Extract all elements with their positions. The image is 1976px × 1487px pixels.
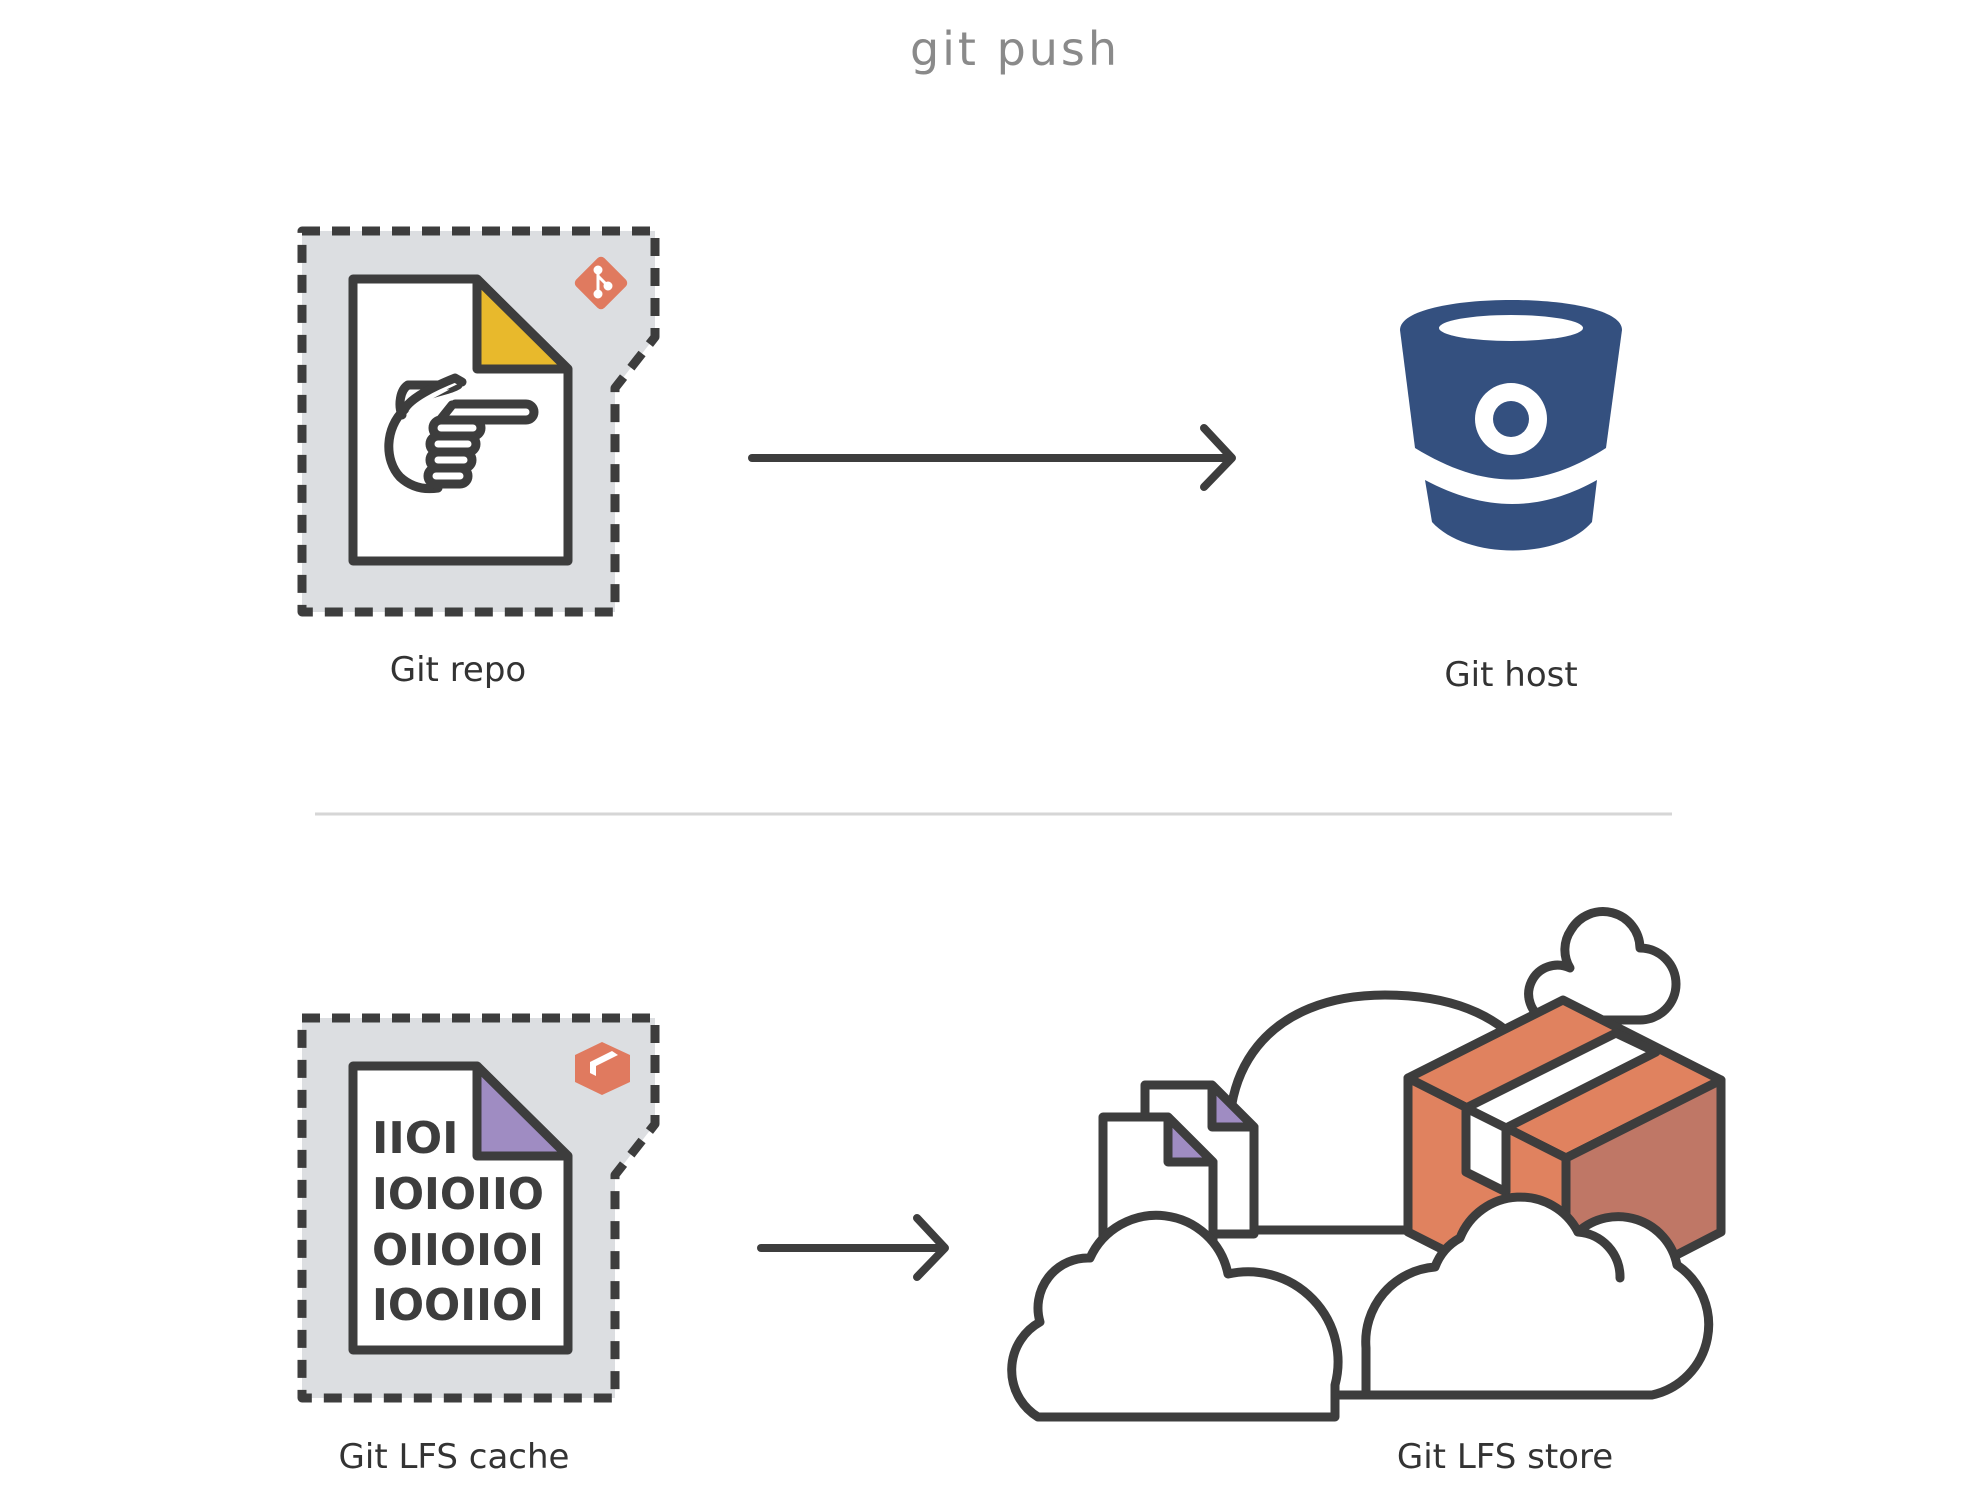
binary-row-2: IOIOIIO [372, 1169, 544, 1220]
binary-document-corner [472, 1061, 573, 1161]
git-branch-glyph [593, 265, 613, 299]
repo-document-corner [472, 274, 573, 374]
cloud-icon [1524, 907, 1681, 1025]
git-repo-node [297, 226, 660, 617]
lfs-cache-node: IIOI IOIOIIO OIIOIOI IOOIIOI [297, 1013, 660, 1403]
pointing-hand-icon [384, 373, 539, 494]
cloud-icon [1331, 1192, 1714, 1400]
git-icon [574, 256, 628, 310]
lfs-store-node [1007, 907, 1726, 1422]
arrow-right-icon [757, 1214, 949, 1281]
diagram-title: git push [909, 22, 1121, 76]
git-repo-label: Git repo [389, 650, 527, 690]
binary-row-4: IOOIIOI [372, 1280, 544, 1331]
lfs-store-label: Git LFS store [1396, 1437, 1614, 1477]
binary-row-1: IIOI [372, 1113, 459, 1164]
git-host-label: Git host [1444, 655, 1578, 695]
lfs-package-icon [575, 1042, 630, 1095]
binary-row-3: OIIOIOI [372, 1225, 544, 1276]
arrow-right-icon [748, 424, 1236, 491]
lfs-cache-label: Git LFS cache [338, 1437, 570, 1477]
bitbucket-icon [1400, 300, 1622, 551]
cloud-icon [1007, 1210, 1343, 1422]
